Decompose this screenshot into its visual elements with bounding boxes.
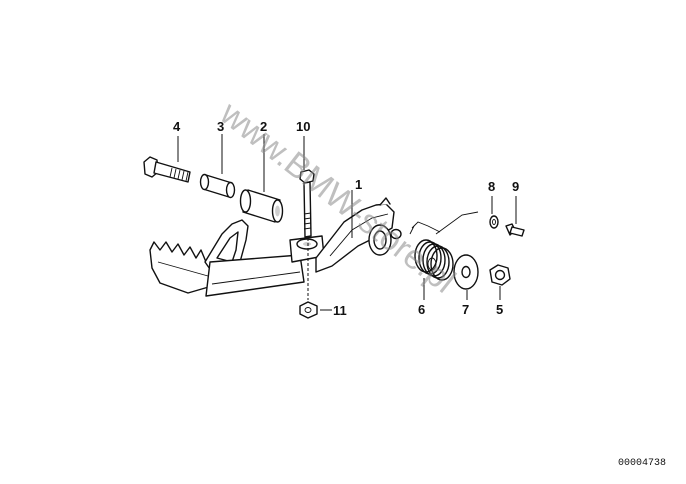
callout-10: 10 xyxy=(296,119,310,134)
part-9-screw xyxy=(505,223,525,237)
part-10-bolt xyxy=(299,169,315,238)
leader-lines xyxy=(177,134,517,311)
part-3-sleeve xyxy=(199,173,236,199)
callout-7: 7 xyxy=(462,302,469,317)
callout-8: 8 xyxy=(488,179,495,194)
callout-9: 9 xyxy=(512,179,519,194)
part-5-nut xyxy=(489,264,511,286)
callout-5: 5 xyxy=(496,302,503,317)
callout-4: 4 xyxy=(173,119,181,134)
part-7-washer xyxy=(453,254,479,290)
part-11-nut xyxy=(299,301,318,319)
callout-2: 2 xyxy=(260,119,267,134)
part-2-bushing xyxy=(239,189,284,223)
part-6-spring xyxy=(409,211,479,281)
part-8-small-washer xyxy=(489,215,499,229)
callout-3: 3 xyxy=(217,119,224,134)
reference-number: 00004738 xyxy=(618,458,666,469)
callout-6: 6 xyxy=(418,302,425,317)
callout-1: 1 xyxy=(355,177,362,192)
part-1-brake-pedal xyxy=(149,197,402,297)
callout-11: 11 xyxy=(333,303,347,318)
part-4-bolt xyxy=(143,156,191,183)
